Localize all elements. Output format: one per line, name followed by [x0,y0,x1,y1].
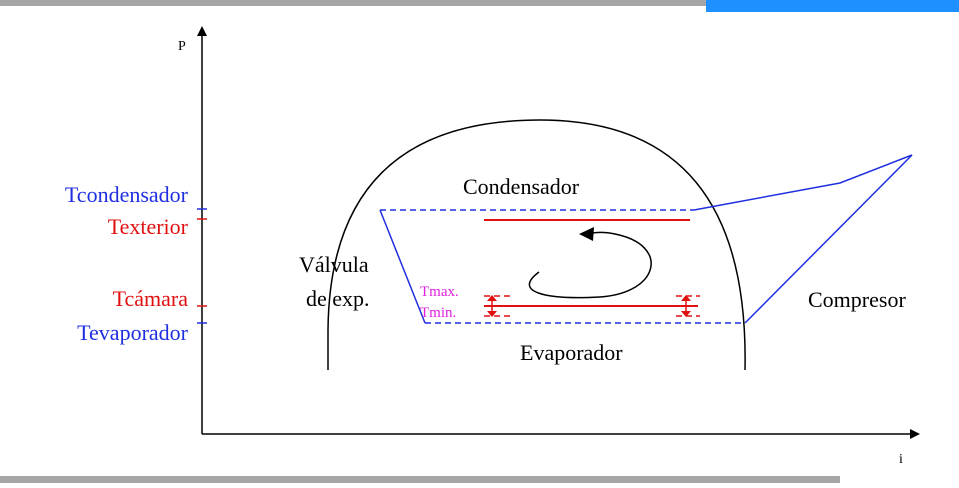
top-gray-bar [0,0,706,6]
x-axis-label: i [899,452,903,467]
bottom-gray-bar [0,476,840,483]
label-tmin: Tmin. [420,305,456,321]
label-condensador: Condensador [463,174,580,199]
hysteresis-arrow-left [487,295,497,317]
label-tcamara: Tcámara [113,286,189,311]
label-de-exp: de exp. [306,286,370,311]
label-evaporador: Evaporador [520,340,623,365]
y-axis-label: P [178,39,186,54]
label-compresor: Compresor [808,287,906,312]
label-valvula: Válvula [299,252,369,277]
label-tmax: Tmax. [420,284,459,300]
cycle-direction-arrow [528,231,652,299]
desuperheating-line [693,154,913,211]
top-accent-bar [706,0,959,12]
label-tcondensador: Tcondensador [65,182,189,207]
hysteresis-arrow-right [681,295,691,317]
label-tevaporador: Tevaporador [77,320,189,345]
label-texterior: Texterior [108,214,189,239]
compression-line [744,154,913,324]
expansion-line [379,209,426,324]
saturation-dome [327,119,746,371]
cycle-direction-arrowhead [579,227,594,241]
